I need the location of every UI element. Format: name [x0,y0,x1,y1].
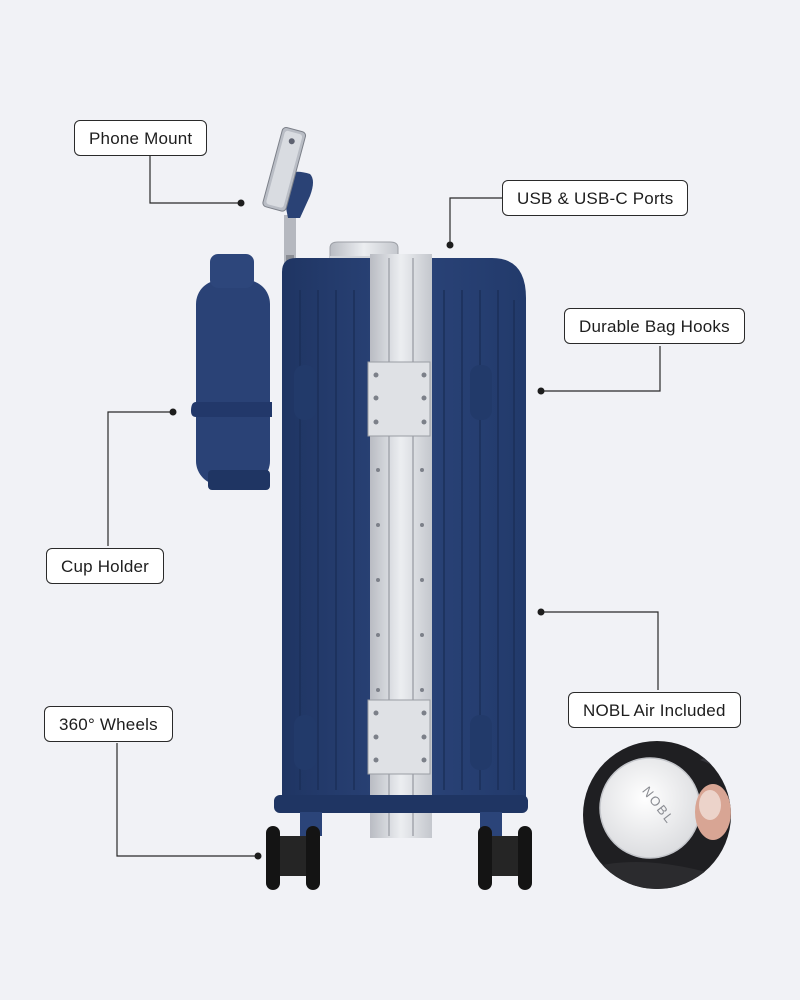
leader-lines [107,156,661,857]
callout-nobl-air: NOBL Air Included [568,692,741,728]
nobl-air-inset: NOBL [583,741,731,889]
suitcase [191,126,532,890]
nobl-air-tracker [599,757,701,859]
callout-phone-mount: Phone Mount [74,120,208,156]
wheels [266,812,532,890]
callout-cup-holder: Cup Holder [46,548,164,584]
leader-dots [169,199,545,860]
callout-wheels: 360° Wheels [44,706,173,742]
water-bottle [196,280,270,485]
callout-bag-hooks: Durable Bag Hooks [564,308,745,344]
phone [262,126,307,212]
cup-holder [191,254,272,490]
callout-usb-ports: USB & USB-C Ports [502,180,689,216]
